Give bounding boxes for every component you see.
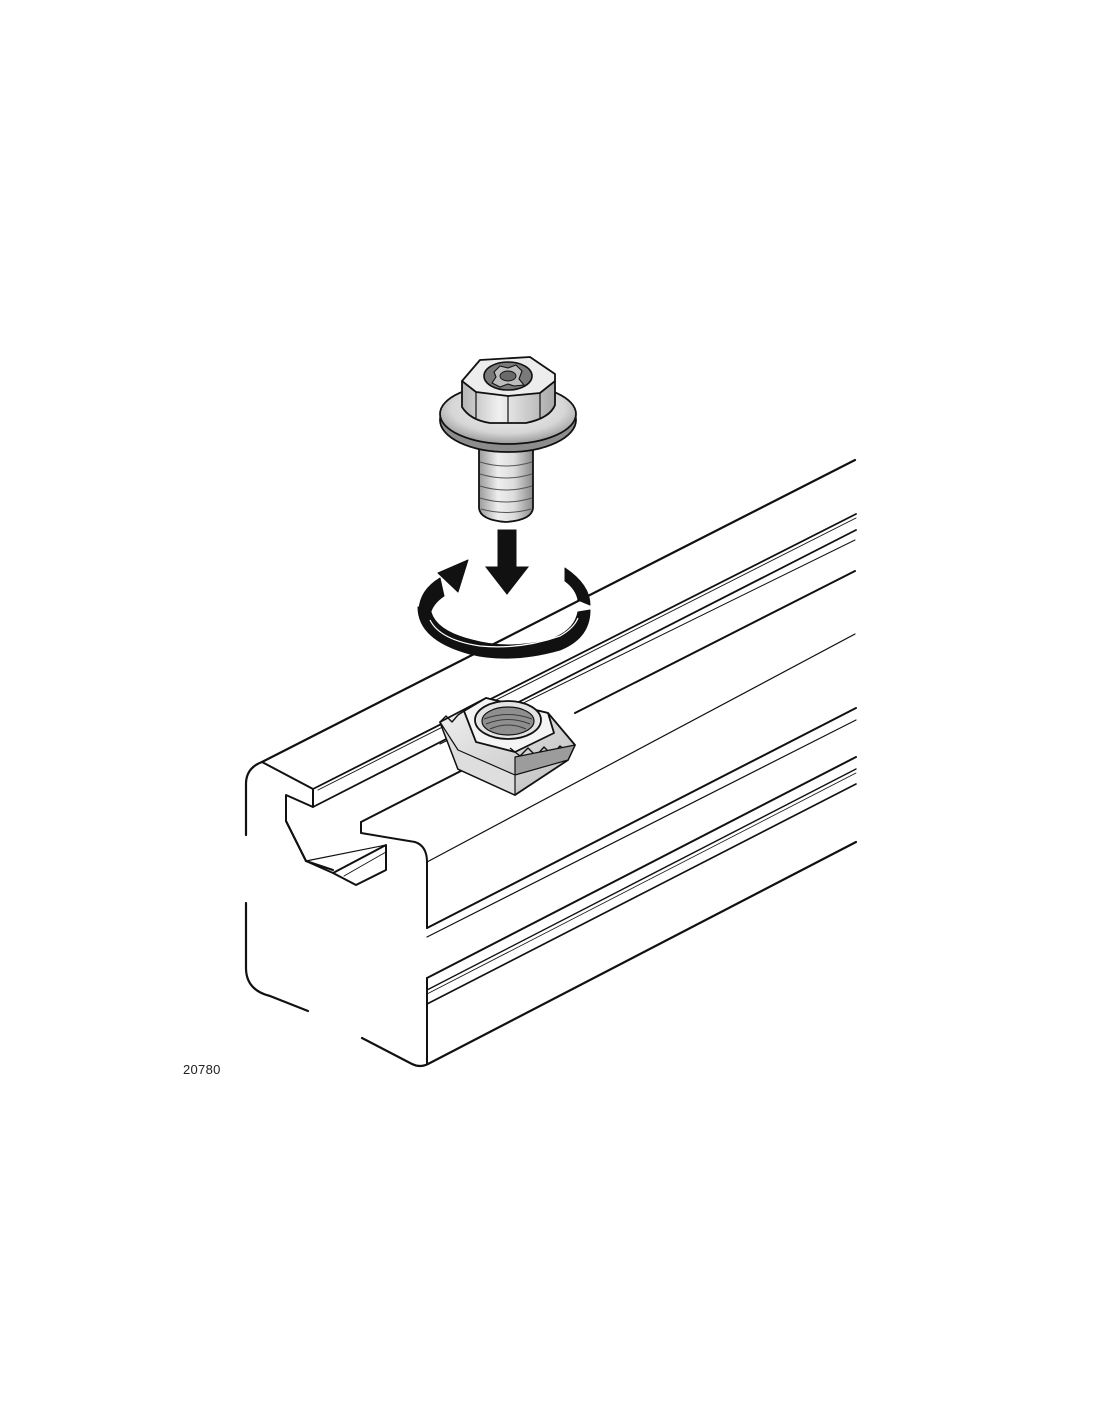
figure-number: 20780 [183,1062,221,1077]
flange-screw [439,356,577,523]
arrow-down-icon [484,529,530,595]
rotate-arrow-icon [417,559,591,659]
slot-nut [439,697,576,796]
